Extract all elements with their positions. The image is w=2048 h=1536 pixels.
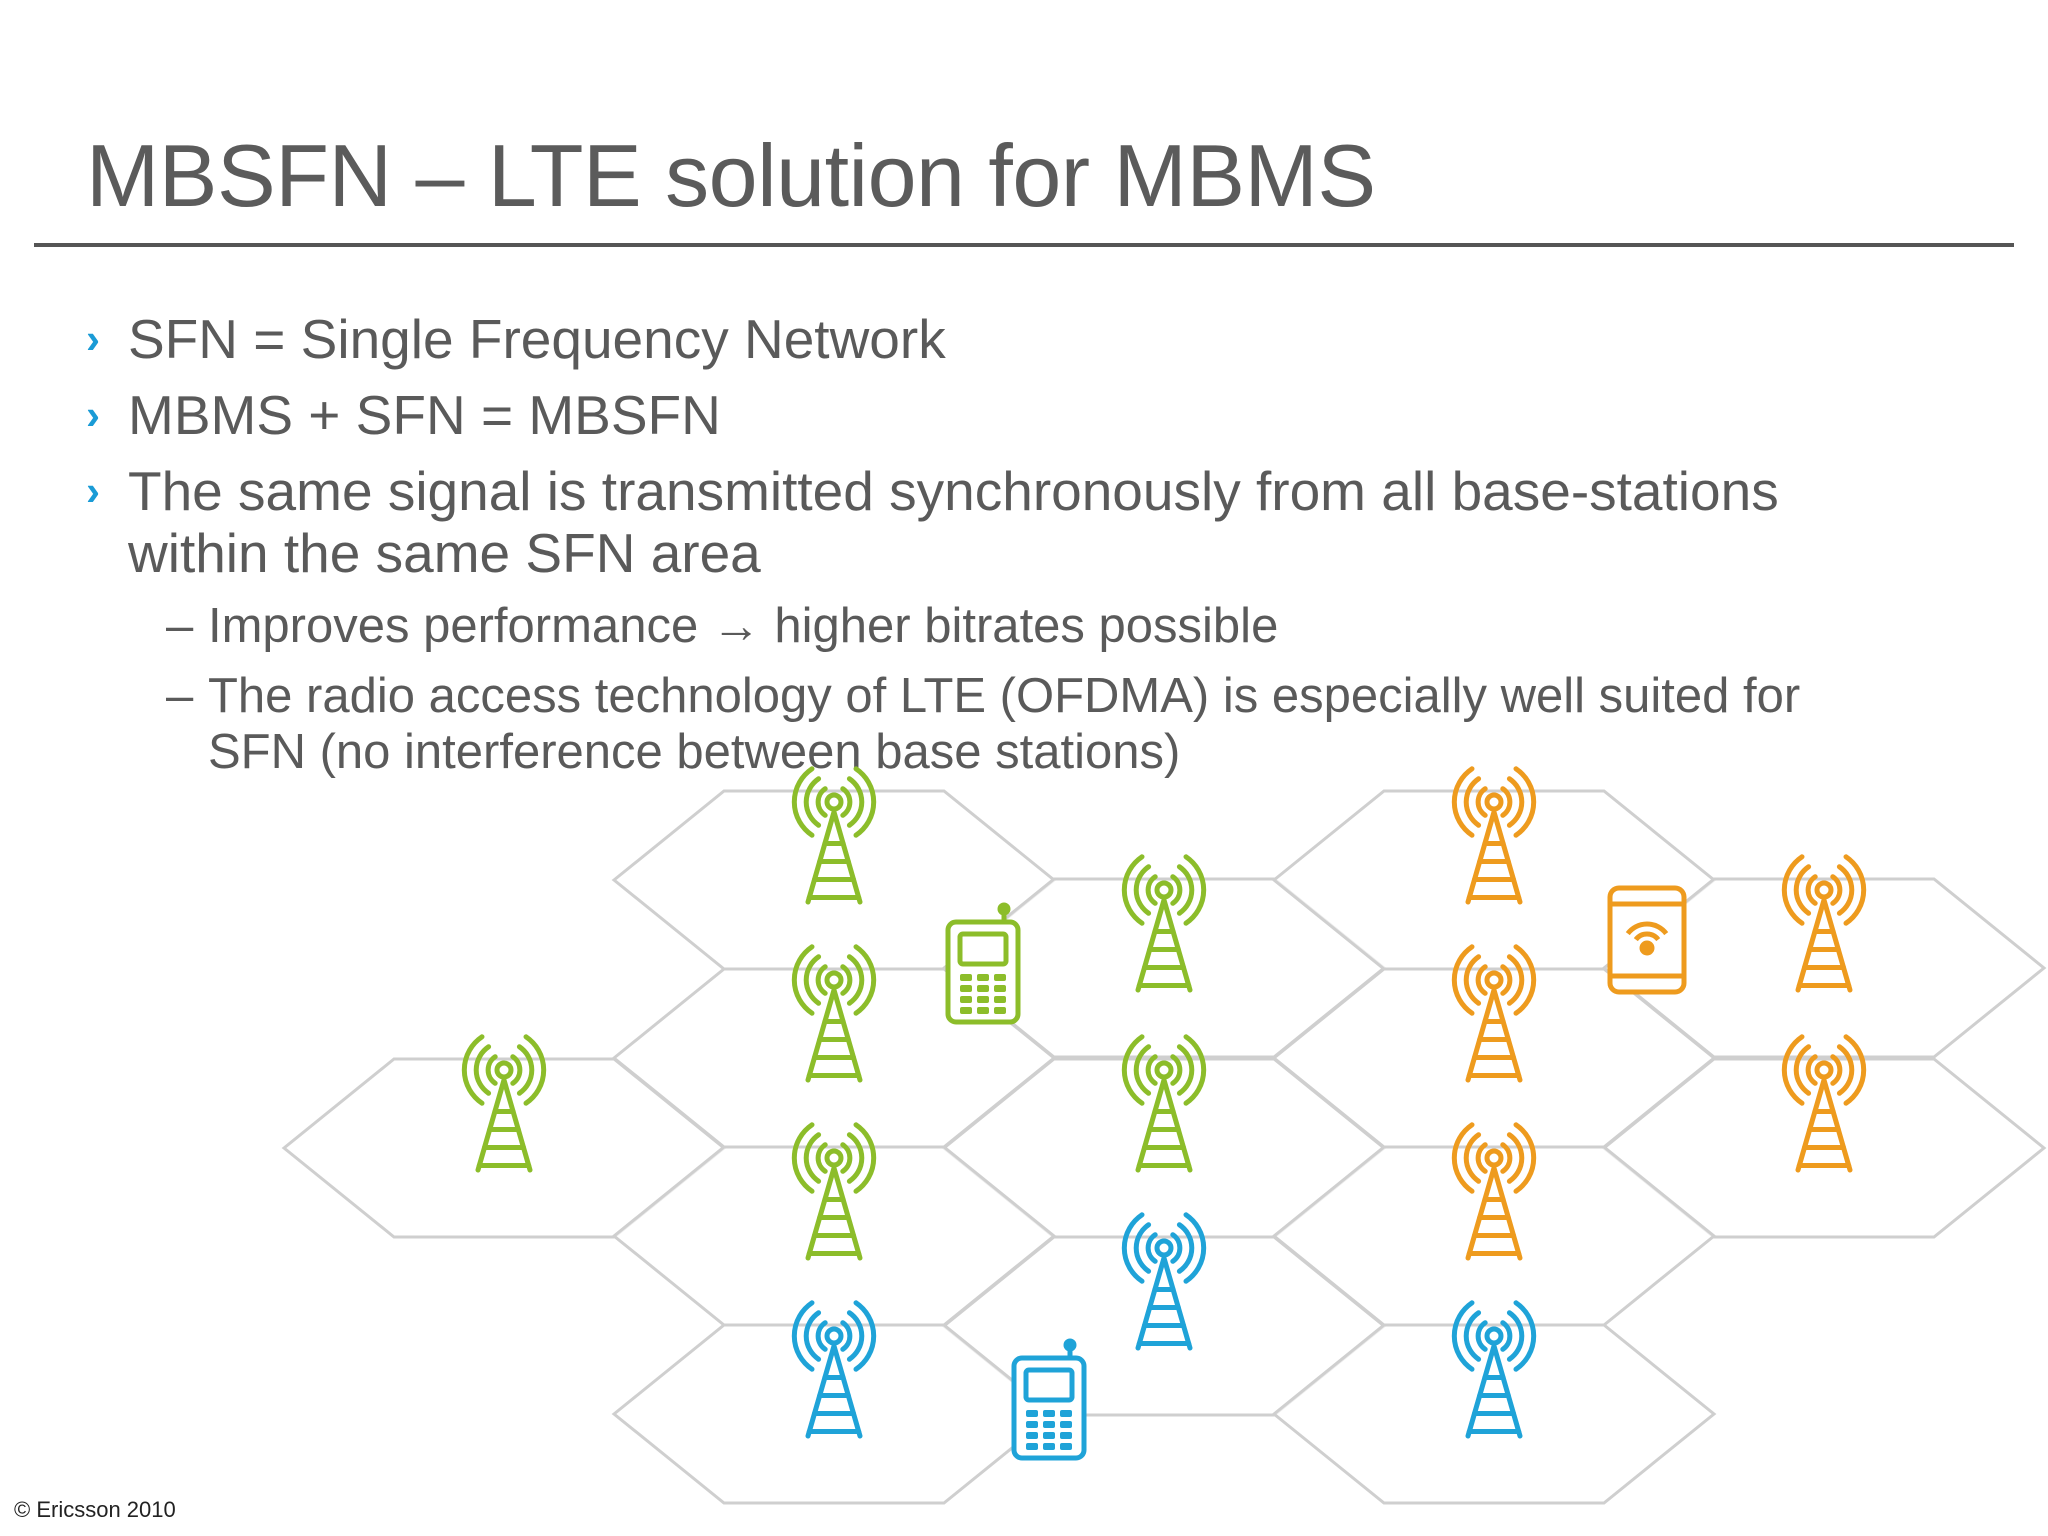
slide-title: MBSFN – LTE solution for MBMS <box>86 126 1376 225</box>
sub-bullet-text-line: SFN (no interference between base statio… <box>208 725 1181 779</box>
bullet-marker-icon: › <box>86 315 100 362</box>
tower-icon <box>791 1122 877 1261</box>
bullet-text-line: The same signal is transmitted synchrono… <box>128 460 1779 522</box>
title-divider <box>34 243 2014 247</box>
sub-bullet-text-line: The radio access technology of LTE (OFDM… <box>208 669 1801 723</box>
bullet-marker-icon: › <box>86 391 100 438</box>
copyright-footer: © Ericsson 2010 <box>14 1497 176 1522</box>
tower-icon <box>1781 854 1867 993</box>
tower-icon <box>1121 1212 1207 1351</box>
mobile-phone-icon <box>1011 1338 1087 1461</box>
tower-icon <box>791 766 877 905</box>
tower-icon <box>791 944 877 1083</box>
sub-bullet-text: Improves performance → higher bitrates p… <box>208 599 1279 653</box>
sub-bullet-dash: – <box>166 669 194 723</box>
tablet-icon <box>1607 885 1687 995</box>
tower-icon <box>1451 1122 1537 1261</box>
tower-icon <box>1451 944 1537 1083</box>
tower-icon <box>1451 1300 1537 1439</box>
tower-icon <box>1451 766 1537 905</box>
bullet-marker-icon: › <box>86 467 100 514</box>
sub-bullet-dash: – <box>166 599 194 653</box>
bullet-text: SFN = Single Frequency Network <box>128 308 946 370</box>
bullet-text: The same signal is transmitted synchrono… <box>128 460 1948 584</box>
bullet-text-line: within the same SFN area <box>128 522 761 584</box>
tower-icon <box>1121 1034 1207 1173</box>
sub-bullet-text: The radio access technology of LTE (OFDM… <box>208 668 1968 780</box>
tower-icon <box>791 1300 877 1439</box>
bullet-text: MBMS + SFN = MBSFN <box>128 384 721 446</box>
tower-icon <box>1121 854 1207 993</box>
tower-icon <box>1781 1034 1867 1173</box>
mobile-phone-icon <box>945 902 1021 1025</box>
tower-icon <box>461 1034 547 1173</box>
